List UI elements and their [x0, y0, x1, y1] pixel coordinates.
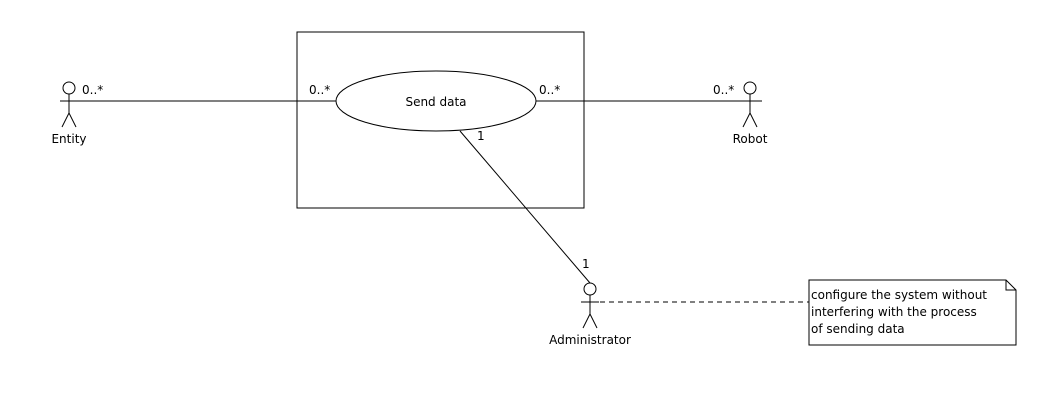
association-send-data-administrator	[459, 130, 591, 284]
actor-robot-right-leg	[749, 112, 758, 128]
actor-administrator-head	[583, 282, 597, 296]
multiplicity-robot-end: 0..*	[713, 83, 734, 97]
actor-entity[interactable]: Entity	[51, 81, 87, 146]
note[interactable]: configure the system without interfering…	[808, 279, 1017, 346]
note-folded-corner	[1005, 280, 1016, 291]
actor-administrator-label: Administrator	[549, 333, 631, 347]
multiplicity-usecase-right: 0..*	[539, 83, 560, 97]
actor-entity-label: Entity	[51, 132, 86, 146]
note-line-3: of sending data	[811, 322, 905, 336]
multiplicity-entity-end: 0..*	[82, 83, 103, 97]
actor-robot-label: Robot	[733, 132, 768, 146]
actor-entity-head	[62, 81, 76, 95]
multiplicity-usecase-bottom: 1	[477, 129, 485, 143]
note-line-1: configure the system without	[811, 288, 987, 302]
note-body	[808, 279, 1017, 346]
system-boundary	[296, 31, 585, 209]
actor-robot-left-leg	[742, 112, 751, 128]
actor-robot[interactable]: Robot	[733, 81, 768, 146]
actor-administrator-left-leg	[582, 313, 591, 329]
use-case-send-data[interactable]	[335, 70, 537, 132]
note-line-2: interfering with the process	[811, 305, 977, 319]
actor-administrator-right-leg	[589, 313, 598, 329]
actor-administrator[interactable]: Administrator	[549, 282, 631, 347]
actor-entity-left-leg	[61, 112, 70, 128]
actor-robot-head	[743, 81, 757, 95]
multiplicity-usecase-left: 0..*	[309, 83, 330, 97]
multiplicity-administrator-end: 1	[582, 257, 590, 271]
actor-entity-right-leg	[68, 112, 77, 128]
use-case-label: Send data	[405, 95, 466, 109]
